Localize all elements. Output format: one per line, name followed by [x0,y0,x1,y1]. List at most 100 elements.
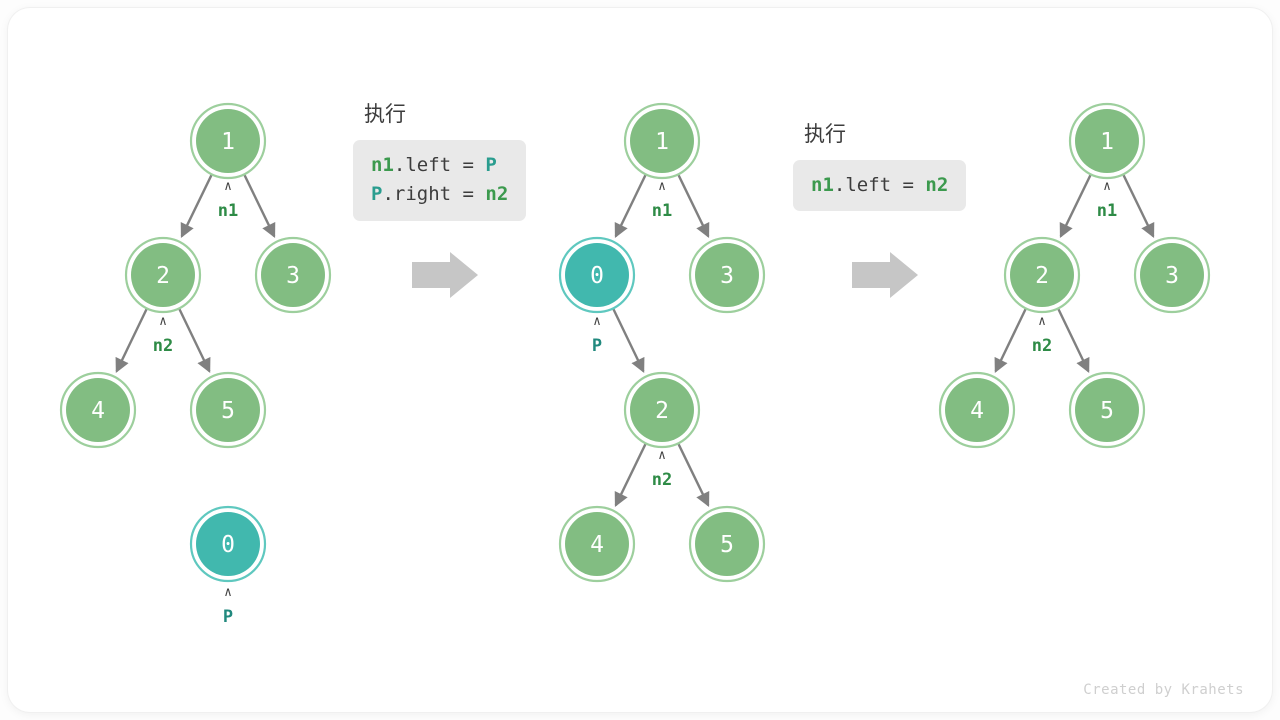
pointer-p: P [223,607,233,627]
node-outer-ring [938,371,1016,449]
pointer-n2: n2 [1032,336,1052,356]
node-outer-ring [623,371,701,449]
pointer-n1: n1 [218,201,238,221]
node-value-label: 0 [590,263,604,289]
node-outer-ring [688,505,766,583]
tree-edge [115,308,148,373]
tree-node-1: 1 [623,102,701,180]
node-value-label: 1 [1100,129,1114,155]
tree-node-0: 0 [189,505,267,583]
credit-text: Created by Krahets [1083,682,1244,698]
node-value-label: 5 [720,532,734,558]
tree-node-3: 3 [254,236,332,314]
node-value-label: 1 [221,129,235,155]
node-circle [1075,378,1139,442]
tree-edge [1059,174,1092,239]
node-outer-ring [124,236,202,314]
node-circle [945,378,1009,442]
node-circle [261,243,325,307]
pointer-n1: n1 [652,201,672,221]
tree-node-2: 2 [1003,236,1081,314]
node-circle [1140,243,1204,307]
code-token: n1 [811,174,834,196]
node-value-label: 5 [221,398,235,424]
node-outer-ring [623,102,701,180]
node-circle [196,378,260,442]
flow-arrow-1 [412,252,478,298]
node-value-label: 4 [91,398,105,424]
exec-heading-step2: 执行 [364,103,406,126]
exec-heading-step3: 执行 [804,123,846,146]
node-value-label: 3 [1165,263,1179,289]
tree-node-4: 4 [938,371,1016,449]
node-circle [131,243,195,307]
node-circle [630,378,694,442]
tree-node-2: 2 [623,371,701,449]
code-line: P.right = n2 [371,180,508,209]
tree-node-1: 1 [1068,102,1146,180]
code-box-step3: n1.left = n2 [793,160,967,212]
node-outer-ring [1068,371,1146,449]
tree-edge [243,174,276,239]
pointer-p: P [592,336,602,356]
node-circle [565,512,629,576]
code-token: n2 [485,183,509,206]
node-outer-ring [1133,236,1211,314]
node-outer-ring [59,371,137,449]
tree-node-5: 5 [1068,371,1146,449]
code-token: .right = [382,183,486,206]
code-line: n1.left = n2 [811,171,948,200]
tree-node-5: 5 [189,371,267,449]
pointer-caret-icon: ∧ [1103,179,1111,194]
code-token: P [485,154,497,176]
node-outer-ring [189,102,267,180]
node-outer-ring [558,505,636,583]
tree-node-2: 2 [124,236,202,314]
code-token: .left = [833,174,926,196]
node-circle [66,378,130,442]
tree-edge [677,443,710,508]
tree-edge [677,174,710,239]
node-value-label: 0 [221,532,235,558]
node-value-label: 4 [590,532,604,558]
node-outer-ring [189,371,267,449]
tree-node-4: 4 [59,371,137,449]
node-outer-ring [688,236,766,314]
tree-node-5: 5 [688,505,766,583]
node-outer-ring [254,236,332,314]
node-value-label: 2 [655,398,669,424]
tree-node-3: 3 [688,236,766,314]
node-value-label: 2 [156,263,170,289]
pointer-caret-icon: ∧ [658,448,666,463]
node-outer-ring [189,505,267,583]
node-outer-ring [558,236,636,314]
tree-edge [614,174,647,239]
tree-edge [180,174,213,239]
pointer-n1: n1 [1097,201,1117,221]
node-circle [196,512,260,576]
code-token: .left = [393,154,486,176]
pointer-n2: n2 [652,470,672,490]
tree-edge [614,443,647,508]
node-circle [695,243,759,307]
node-circle [1075,109,1139,173]
node-circle [565,243,629,307]
node-value-label: 3 [720,263,734,289]
code-token: n2 [925,174,949,196]
tree-node-3: 3 [1133,236,1211,314]
pointer-n2: n2 [153,336,173,356]
pointer-caret-icon: ∧ [1038,314,1046,329]
tree-edge [994,308,1027,373]
tree-edge [1057,308,1090,373]
node-outer-ring [1003,236,1081,314]
node-value-label: 3 [286,263,300,289]
code-token: P [371,183,383,206]
tree-node-1: 1 [189,102,267,180]
pointer-caret-icon: ∧ [159,314,167,329]
tree-node-4: 4 [558,505,636,583]
